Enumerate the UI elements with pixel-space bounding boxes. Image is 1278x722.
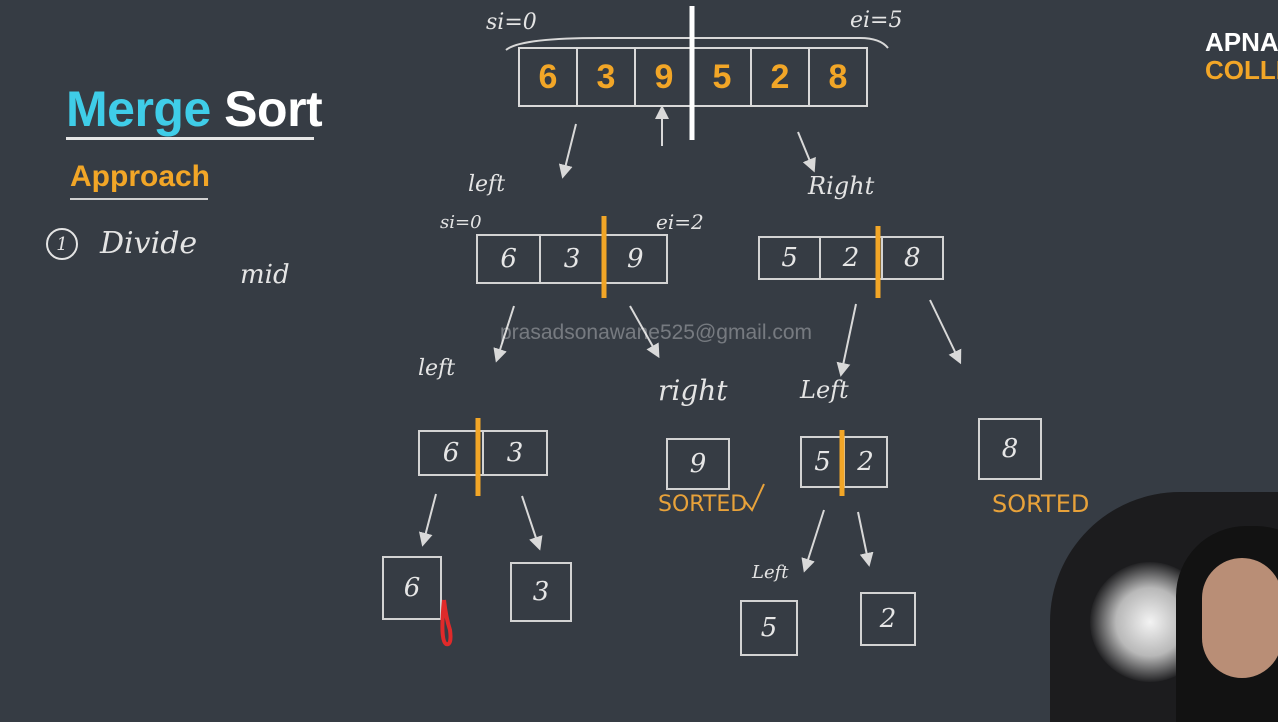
left-half-cell: 6 <box>478 236 542 282</box>
title-underline <box>66 137 314 140</box>
level2-right-right-status: SORTED <box>992 490 1090 518</box>
level3-cell: 2 <box>879 604 897 634</box>
left-half-cell: 9 <box>627 244 644 274</box>
presenter-webcam <box>1050 492 1278 722</box>
top-array-cell: 2 <box>752 49 810 105</box>
level2-left-right-label: right <box>658 374 728 407</box>
arrow-rl-to-c <box>801 509 825 573</box>
level3-box-d: 2 <box>860 592 916 646</box>
level3-cell: 3 <box>532 577 550 607</box>
level2-left-left-array: 6 3 <box>418 430 548 476</box>
page-title: Merge Sort <box>66 80 323 138</box>
left-half-si-label: si=0 <box>440 212 482 233</box>
arrow-ll-to-b <box>521 495 543 551</box>
step-number: 1 <box>56 233 68 255</box>
arrow-rl-to-d <box>857 511 874 567</box>
right-half-array: 5 2 8 <box>758 236 944 280</box>
left-half-ei-label: ei=2 <box>656 210 704 234</box>
level2-right-left-label: Left <box>800 376 849 404</box>
arrow-left-to-lr <box>629 305 660 359</box>
top-array-cell: 6 <box>520 49 578 105</box>
subtitle-underline <box>70 198 208 200</box>
arrow-top-to-right <box>797 131 816 173</box>
level3-box-c: 5 <box>740 600 798 656</box>
brand-logo: APNA COLLEGE <box>1205 28 1278 84</box>
level3-cell: 5 <box>760 613 778 643</box>
diagram-strokes <box>418 6 962 647</box>
level2-cell: 8 <box>1001 434 1019 464</box>
top-ei-label: ei=5 <box>850 8 903 33</box>
sorted-check <box>743 483 765 512</box>
title-word-sort: Sort <box>224 81 323 137</box>
level2-right-right-array: 8 <box>978 418 1042 480</box>
level2-cell: 6 <box>420 432 484 474</box>
right-half-cell: 2 <box>821 238 883 278</box>
level3-cell: 6 <box>403 573 421 603</box>
arrow-right-to-rl <box>836 303 857 377</box>
pen-cursor-mark <box>440 599 453 647</box>
top-array-cell: 3 <box>578 49 636 105</box>
top-array-cell: 5 <box>694 49 752 105</box>
level3-box-b: 3 <box>510 562 572 622</box>
watermark-email: prasadsonawane525@gmail.com <box>500 321 812 344</box>
arrow-ll-to-a <box>418 493 437 547</box>
arrow-top-to-left <box>558 123 577 179</box>
level3-box-a: 6 <box>382 556 442 620</box>
right-half-cell: 8 <box>904 243 921 273</box>
level2-left-right-status: SORTED <box>658 492 748 517</box>
level2-cell: 2 <box>857 447 874 477</box>
step-number-circle: 1 <box>46 228 78 260</box>
level3-left-label: Left <box>752 562 789 583</box>
step-sub-mid: mid <box>240 260 290 290</box>
logo-line-2: COLLEGE <box>1205 55 1278 85</box>
level2-cell: 3 <box>506 438 524 468</box>
subtitle-approach: Approach <box>70 160 211 193</box>
level2-left-right-array: 9 <box>666 438 730 490</box>
level2-cell: 9 <box>689 449 707 479</box>
arrow-left-to-ll <box>493 305 515 363</box>
level2-left-left-label: left <box>418 356 456 381</box>
right-half-cell: 5 <box>760 238 822 278</box>
logo-line-1: APNA <box>1205 27 1278 57</box>
arrow-right-to-rr <box>929 299 962 365</box>
top-range-bracket <box>505 37 889 51</box>
right-half-label: Right <box>808 172 875 200</box>
title-word-merge: Merge <box>66 81 211 137</box>
left-half-label: left <box>468 172 506 197</box>
top-si-label: si=0 <box>486 10 537 35</box>
step-label-divide: Divide <box>100 226 198 261</box>
top-array-cell: 8 <box>828 57 848 96</box>
presenter-face <box>1202 558 1278 678</box>
